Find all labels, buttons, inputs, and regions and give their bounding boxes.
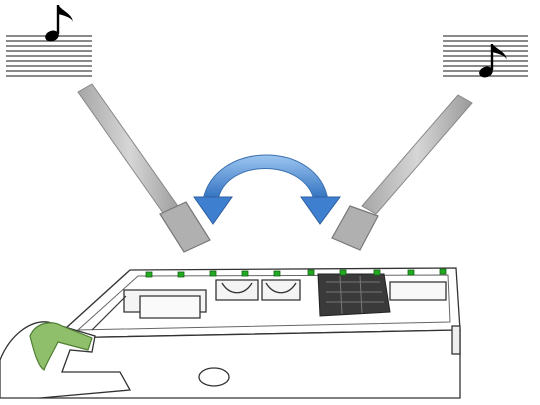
two-way-curved-arrow-icon [193,154,341,225]
left-music-staff-icon [6,35,92,77]
memory-module [317,273,391,317]
left-eighth-note-icon [45,5,73,42]
gloved-hand-icon [0,295,132,399]
connector-clips [145,268,447,278]
left-swab-stick-icon [77,83,211,253]
right-eighth-note-icon [479,44,507,78]
right-swab-stick-icon [331,94,473,251]
